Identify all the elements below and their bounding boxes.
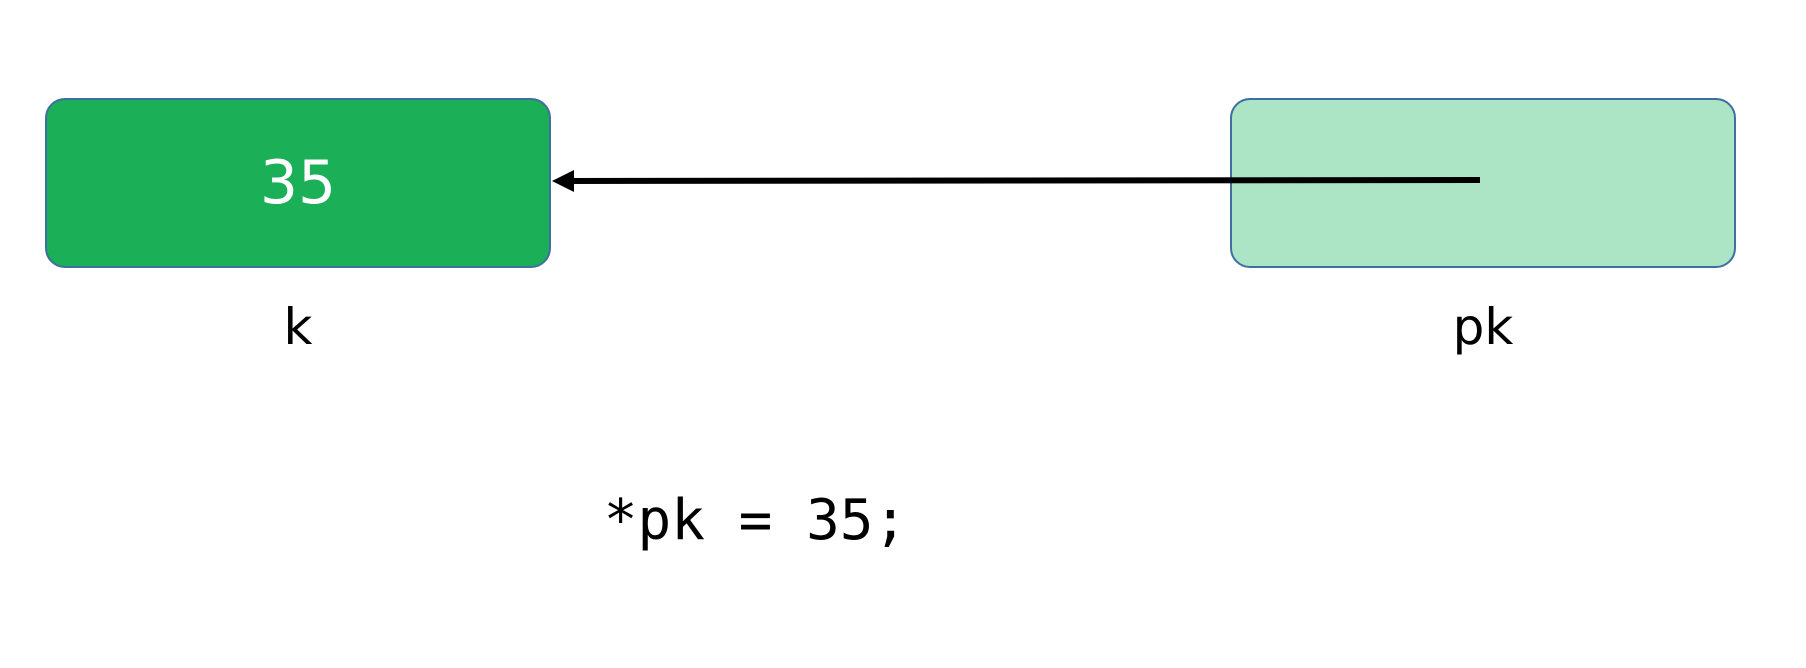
variable-k-label: k [283, 298, 313, 356]
variable-k-value: 35 [259, 148, 337, 218]
pointer-arrow-head [552, 170, 574, 192]
variable-k-box: 35 [45, 98, 551, 268]
pointer-arrow-shaft [567, 177, 1481, 184]
variable-pk-label: pk [1452, 298, 1514, 356]
code-statement: *pk = 35; [603, 488, 908, 553]
